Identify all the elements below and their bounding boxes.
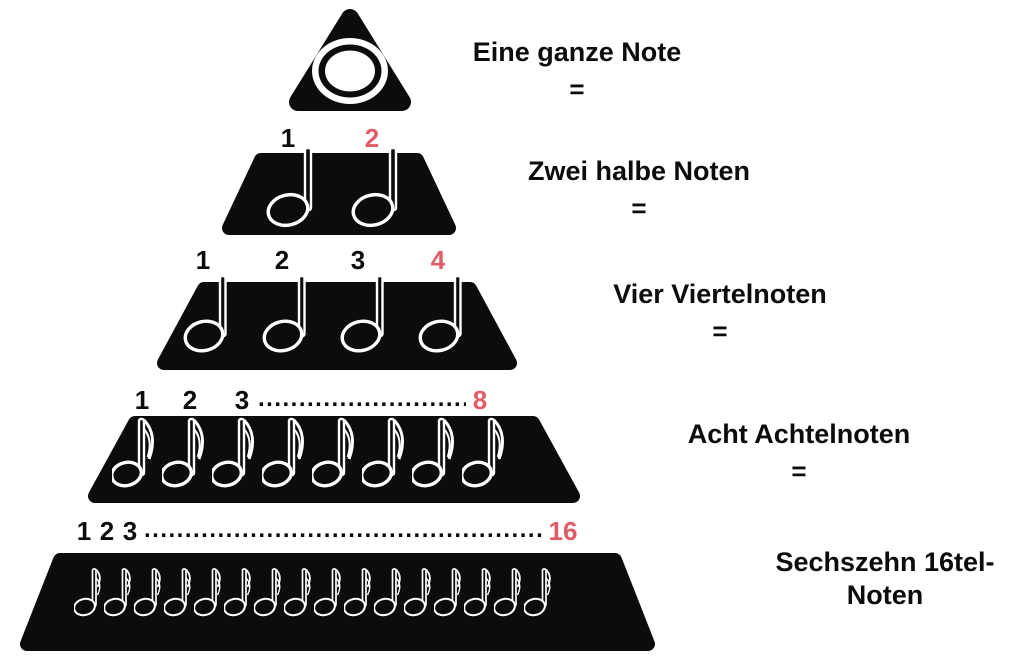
count-number: 1 — [195, 245, 211, 275]
label-eighth-notes: Acht Achtelnoten = — [639, 418, 959, 485]
label-text: Acht Achtelnoten — [687, 419, 911, 449]
count-dots: ........................................… — [144, 518, 542, 542]
eighth-note-icon — [459, 416, 508, 493]
sixteenth-note-icon — [223, 566, 252, 623]
sixteenth-note-icon — [193, 566, 222, 623]
label-quarter-notes: Vier Viertelnoten = — [560, 278, 880, 345]
label-text: Vier Viertelnoten — [613, 279, 827, 309]
quarter-note-icon — [416, 274, 466, 359]
sixteenth-note-icon — [103, 566, 132, 623]
label-text: Eine ganze Note — [472, 37, 682, 67]
count-number: 1 — [76, 516, 92, 546]
sixteenth-note-icon — [253, 566, 282, 623]
label-text-line2: Noten — [846, 580, 924, 610]
equals-sign: = — [791, 456, 807, 486]
eighth-note-icon — [209, 416, 258, 493]
eighth-note-icon — [409, 416, 458, 493]
quarter-note-icon — [181, 274, 231, 359]
pyramid-tier-whole — [289, 9, 411, 111]
sixteenth-note-icon — [283, 566, 312, 623]
label-text: Zwei halbe Noten — [527, 156, 751, 186]
count-number: 2 — [364, 123, 380, 153]
sixteenth-note-icon — [133, 566, 162, 623]
eighth-note-icon — [109, 416, 158, 493]
sixteenth-note-icon — [433, 566, 462, 623]
equals-sign: = — [569, 74, 585, 104]
sixteenth-note-icon — [523, 566, 552, 623]
half-note-icon — [263, 146, 317, 233]
equals-sign: = — [712, 316, 728, 346]
count-number: 16 — [548, 516, 578, 546]
count-dots: .................................... — [258, 387, 466, 411]
count-number: 3 — [234, 385, 250, 415]
eighth-note-icon — [359, 416, 408, 493]
eighth-note-icon — [159, 416, 208, 493]
count-number: 1 — [134, 385, 150, 415]
sixteenth-note-icon — [163, 566, 192, 623]
count-number: 8 — [472, 385, 488, 415]
count-number: 3 — [350, 245, 366, 275]
sixteenth-note-icon — [463, 566, 492, 623]
sixteenth-note-icon — [73, 566, 102, 623]
sixteenth-note-icon — [403, 566, 432, 623]
quarter-note-icon — [260, 274, 310, 359]
pyramid-tier-half — [222, 153, 456, 235]
eighth-note-icon — [309, 416, 358, 493]
equals-sign: = — [631, 193, 647, 223]
quarter-note-icon — [338, 274, 388, 359]
label-sixteenth-notes: Sechszehn 16tel- Noten — [735, 546, 1024, 612]
eighth-note-icon — [259, 416, 308, 493]
count-number: 2 — [274, 245, 290, 275]
count-number: 2 — [99, 516, 115, 546]
count-number: 4 — [430, 245, 446, 275]
count-number: 3 — [122, 516, 138, 546]
label-whole-note: Eine ganze Note = — [417, 36, 737, 103]
count-number: 1 — [280, 123, 296, 153]
count-number: 2 — [182, 385, 198, 415]
half-note-icon — [348, 146, 402, 233]
sixteenth-note-icon — [493, 566, 522, 623]
whole-note-icon — [312, 38, 388, 104]
label-text: Sechszehn 16tel- — [775, 547, 995, 577]
label-half-notes: Zwei halbe Noten = — [479, 155, 799, 222]
sixteenth-note-icon — [313, 566, 342, 623]
sixteenth-note-icon — [343, 566, 372, 623]
sixteenth-note-icon — [373, 566, 402, 623]
